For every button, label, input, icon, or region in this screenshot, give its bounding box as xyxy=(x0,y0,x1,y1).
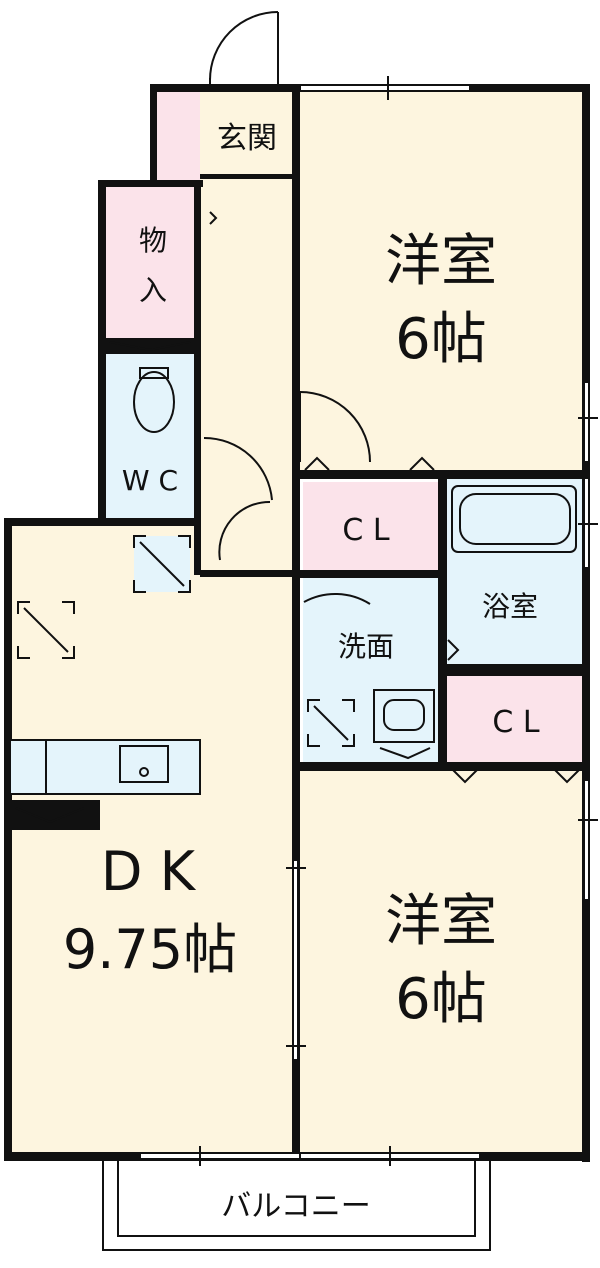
bathtub xyxy=(451,485,577,553)
window-ticks xyxy=(199,76,598,1166)
entrance-side-storage xyxy=(155,92,200,180)
storage-label-line2: 入 xyxy=(139,274,167,307)
washroom-label: 洗面 xyxy=(338,630,394,663)
closet-bottom-floor xyxy=(446,676,584,764)
door-swings xyxy=(203,211,371,605)
closet-door-markers xyxy=(304,456,580,784)
hallway-floor xyxy=(200,178,294,573)
vent-wash xyxy=(307,699,355,747)
vent-hallway xyxy=(133,535,191,593)
bath-floor xyxy=(446,478,584,664)
western-room-bottom-name: 洋室 xyxy=(385,889,497,954)
toilet xyxy=(133,367,175,433)
sliding-door-markers xyxy=(15,341,431,824)
bath-label: 浴室 xyxy=(482,590,538,623)
closet-bottom-label: C L xyxy=(492,705,539,740)
kitchen-counter xyxy=(9,739,201,795)
wc-label: W C xyxy=(122,464,178,497)
wc-floor xyxy=(105,353,198,520)
floor-fills xyxy=(8,92,584,1154)
western-room-top-size: 6帖 xyxy=(395,307,487,372)
closet-top-label: C L xyxy=(342,513,389,548)
storage-label-line1: 物 xyxy=(139,224,167,257)
dk-name: D K xyxy=(101,840,197,903)
western-room-top-name: 洋室 xyxy=(385,229,497,294)
dk-size: 9.75帖 xyxy=(63,918,237,981)
closet-top-floor xyxy=(303,482,440,570)
entrance-door xyxy=(209,11,279,88)
balcony xyxy=(102,1157,491,1251)
washroom-floor xyxy=(303,578,440,764)
wash-basin xyxy=(373,689,435,743)
vent-markers xyxy=(17,535,355,747)
balcony-label: バルコニー xyxy=(221,1189,370,1224)
balcony-inner xyxy=(117,1157,476,1237)
vent-dk xyxy=(17,601,75,659)
storage-floor xyxy=(105,185,198,338)
western-room-bottom-size: 6帖 xyxy=(395,967,487,1032)
entrance-floor xyxy=(200,92,294,178)
western-room-bottom-floor xyxy=(298,770,584,1154)
dk-floor xyxy=(8,524,294,1154)
entrance-label: 玄関 xyxy=(217,121,277,156)
